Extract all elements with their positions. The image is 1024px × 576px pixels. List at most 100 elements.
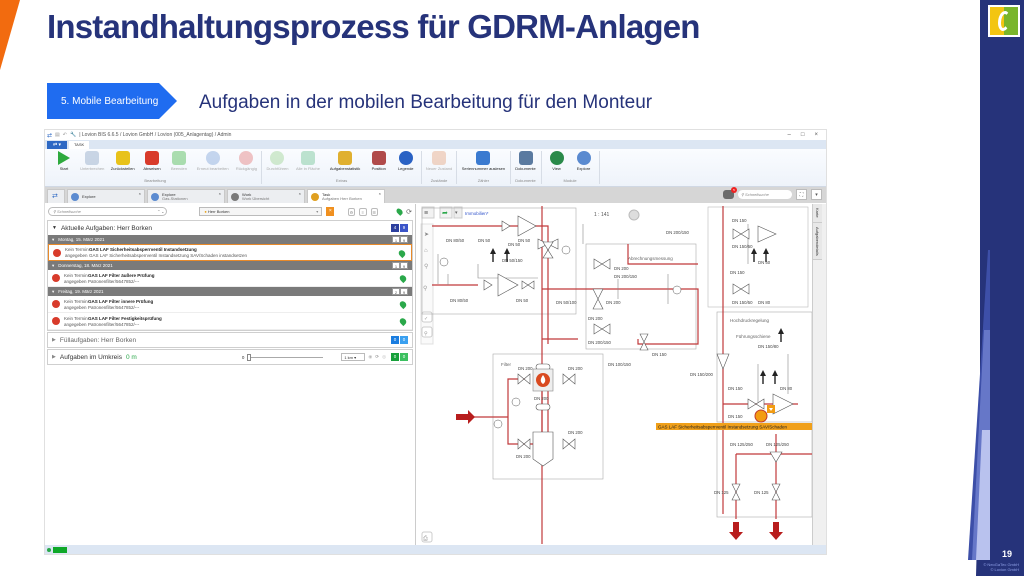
ribbon-button[interactable]: Aufgabenstatistik [326,151,363,178]
ribbon-button[interactable]: Zurückstellen [108,151,137,178]
app-window: ⇄ ▤ ↶ 🔧 | Lovion BIS 6.6.5 / Lovion GmbH… [44,129,827,555]
doc-tab[interactable]: Task Aufgaben Herr Borken × [307,189,385,203]
current-tasks-header[interactable]: ▼ Aktuelle Aufgaben: Herr Borken 4 9 [48,221,412,235]
ribbon-button[interactable]: Durchführen [265,151,289,178]
statistics-icon [338,151,353,165]
location-pin-icon[interactable] [397,248,407,259]
ribbon-group-label: Module [563,178,577,183]
doc-tab[interactable]: Explore Gas-Stationen × [147,189,225,203]
pointer-icon: ➤ [424,232,429,238]
flow-arrows [456,410,783,540]
unit-select[interactable]: 1 km ▾ [341,353,366,361]
explore-icon [71,192,79,201]
ribbon-button[interactable]: Abweisen [140,151,164,178]
area-label-metering: Abrechnungsmessung [628,256,673,261]
ribbon-button[interactable]: Explore [572,151,596,178]
new-state-icon [432,151,447,165]
tab-map[interactable]: Karte [813,204,822,223]
refresh-icon[interactable]: ⟳ [375,354,380,359]
ribbon-button-label: Erneut bearbeiten [196,166,229,171]
ribbon-button[interactable]: Legende [394,151,418,178]
undo-icon[interactable]: ↶ [62,132,67,138]
close-tab-icon[interactable]: × [138,191,141,196]
doc-tab[interactable]: Work Work Übersicht × [227,189,305,203]
ribbon-button[interactable]: Alle in Fläche [293,151,324,178]
slider-knob[interactable] [247,353,252,361]
location-pin-icon[interactable] [398,316,408,327]
ribbon-button[interactable]: Erneut bearbeiten [194,151,231,178]
schematic-diagram[interactable]: ≡ ➦ ▾ Immobilien* 1 : 141 ➤ ⌂ ⚲ ⚲ ✓ ⚲ ⎙ [418,204,813,548]
radius-tasks-header[interactable]: ▶ Aufgaben im Umkreis 0 m 0 1 km ▾ ◉ ⟳ ◎… [48,350,412,364]
wrench-icon[interactable]: 🔧 [69,132,77,138]
user-select[interactable]: ● Herr Borken▾ [199,207,323,216]
copyright-line: © NeoGaTec GmbH [983,562,1019,567]
schematic-view[interactable]: ≡ ➦ ▾ Immobilien* 1 : 141 ➤ ⌂ ⚲ ⚲ ✓ ⚲ ⎙ [418,204,813,548]
fill-tasks-header[interactable]: ▶ Füllaufgaben: Herr Borken 0 0 [48,333,412,347]
ribbon-button[interactable]: Seriennummer auslesen [460,151,506,178]
close-tab-icon[interactable]: × [218,191,221,196]
settings-icon[interactable]: ⚙ [347,207,356,216]
undo-icon [239,151,254,165]
search-nav-arrows[interactable]: ⌃ ⌄ [156,209,165,214]
close-tab-icon[interactable]: × [378,191,381,196]
global-search-input[interactable]: ⚲ Schnellsuche [738,190,792,199]
ribbon-button[interactable]: View [545,151,569,178]
ribbon-button-label: Aufgabenstatistik [329,166,361,171]
tab-task[interactable]: TASK [69,141,90,149]
app-icon[interactable]: ⇄ [47,132,53,139]
hamburger-icon: ≡ [424,210,428,217]
location-pin-icon[interactable] [398,299,408,310]
tab-task-details[interactable]: Aufgabendetails [813,222,822,261]
notifications-icon[interactable]: 5 [723,187,737,199]
location-pin-icon[interactable] [395,207,404,216]
target-icon[interactable]: ◎ [382,354,386,359]
doc-tab-subtitle: Aufgaben Herr Borken [322,195,362,201]
user-icon: ● [204,209,207,214]
location-pin-icon[interactable] [398,273,408,284]
task-status: angegeben [64,278,87,284]
ribbon-button[interactable]: Unterbrechen [79,151,105,178]
task-search-input[interactable]: ⚲ Schnellsuche⌃ ⌄ [48,207,168,216]
locate-icon[interactable]: ◉ [368,354,373,359]
doc-tab[interactable]: Explore × [67,189,145,203]
ribbon-button[interactable]: Position [367,151,391,178]
list-icon[interactable]: ☰ [370,207,378,216]
close-tab-icon[interactable]: × [298,191,301,196]
area-box-top-right [707,206,809,308]
radius-slider[interactable] [247,353,324,361]
task-location-marker [754,409,768,423]
doc-tab-subtitle: Work Übersicht [242,195,270,201]
ribbon-button[interactable]: Start [52,151,76,178]
file-menu-button[interactable]: ⇄ ▾ [47,141,67,149]
ribbon-button[interactable]: Dokumente [514,151,538,178]
fullscreen-button[interactable]: ⛶ [796,189,807,200]
save-icon[interactable]: ▤ [55,132,60,138]
alert-label-bg [656,423,812,430]
home-tab[interactable]: ⇄ [47,189,65,203]
close-button[interactable]: × [814,132,818,138]
play-icon [58,151,70,165]
ribbon-button[interactable]: Rückgängig [234,151,258,178]
ribbon-button-label: Explore [576,166,591,171]
ribbon-button[interactable]: Neuer Zustand [425,151,454,178]
refresh-icon[interactable]: ⟳ [406,208,412,216]
filter-icon[interactable]: ≡ [359,207,367,216]
maximize-button[interactable]: □ [800,132,805,138]
ribbon-button[interactable]: Beenden [167,151,191,178]
clear-user-button[interactable]: × [326,207,335,216]
dn-label: DN 200 [614,266,629,271]
day-count-open: 2 [392,288,400,295]
dropdown-button[interactable]: ▾ [811,189,822,200]
notification-badge: 5 [731,187,737,193]
radius-counter: 0 0 [391,353,408,361]
task-time: Kein Termin [65,247,89,252]
minimize-button[interactable]: – [787,132,791,138]
